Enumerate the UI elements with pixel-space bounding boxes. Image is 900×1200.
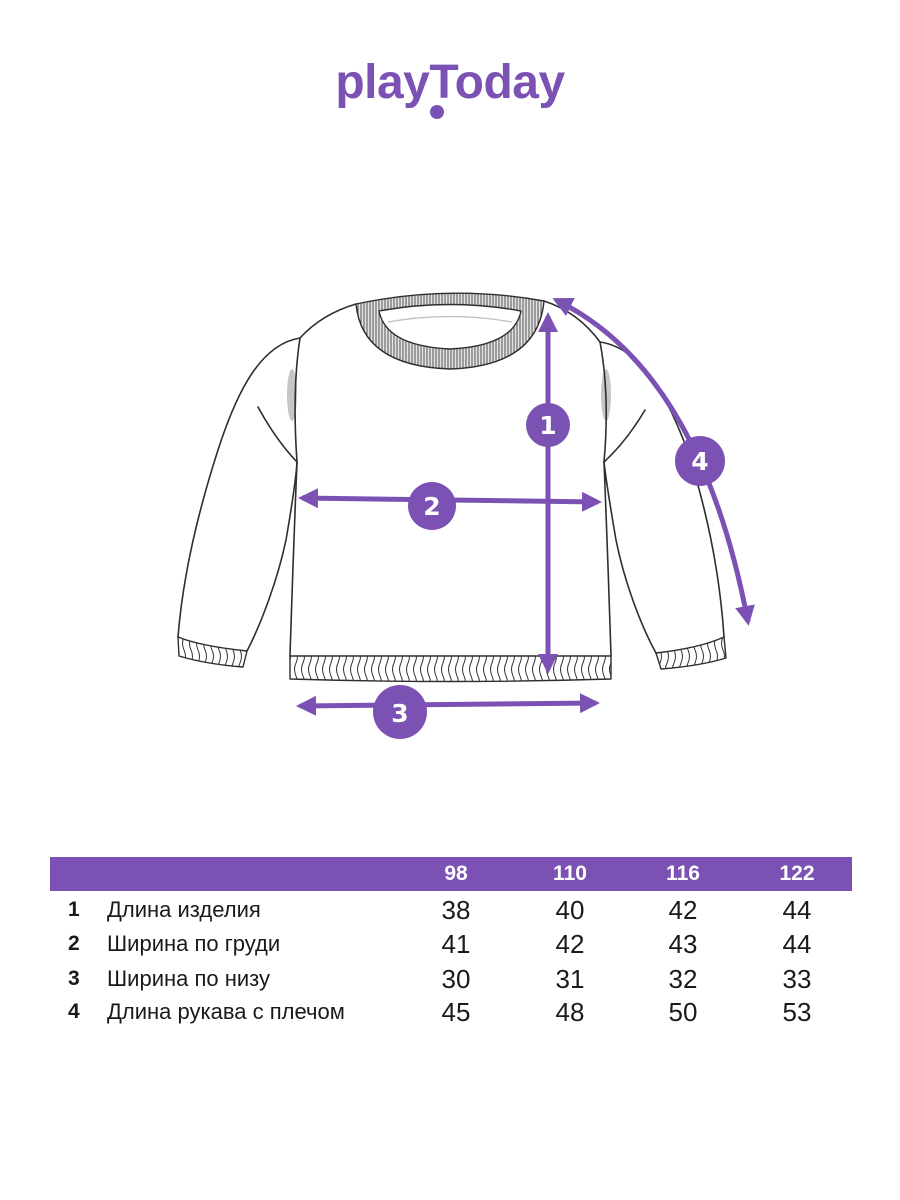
marker-2: 2: [408, 482, 456, 530]
right-cuff: [655, 636, 727, 670]
marker-4-label: 4: [691, 447, 708, 476]
left-shoulder-line: [299, 303, 357, 339]
row-value: 32: [668, 964, 698, 994]
hem-band: [289, 655, 612, 683]
row-value: 40: [555, 895, 585, 925]
row-index: 4: [68, 1000, 80, 1023]
size-header-cell: 98: [444, 862, 468, 885]
logo-dot-mark: [430, 105, 444, 119]
left-sleeve-inner: [246, 461, 298, 652]
row-label: Длина рукава с плечом: [107, 999, 345, 1024]
size-header-cell: 110: [553, 862, 587, 885]
size-table-row: 4 Длина рукава с плечом 45 48 50 53: [50, 995, 852, 1029]
brand-logo: playToday: [335, 56, 565, 109]
marker-3-label: 3: [391, 699, 408, 728]
size-table-row: 3 Ширина по низу 30 31 32 33: [50, 962, 852, 996]
size-table-row: 1 Длина изделия 38 40 42 44: [50, 893, 852, 927]
row-value: 48: [555, 997, 585, 1027]
marker-2-label: 2: [423, 492, 440, 521]
row-index: 2: [68, 932, 80, 955]
row-value: 53: [782, 997, 812, 1027]
row-value: 38: [441, 895, 471, 925]
marker-3: 3: [373, 685, 427, 739]
row-label: Ширина по низу: [107, 966, 271, 991]
left-sleeve-seam: [257, 406, 298, 463]
hem-width-arrow: [296, 693, 600, 716]
right-sleeve-outer: [599, 341, 725, 638]
marker-2-badge: [408, 482, 456, 530]
row-value: 30: [441, 964, 471, 994]
row-index: 1: [68, 898, 80, 921]
row-value: 41: [441, 929, 471, 959]
right-sleeve-inner: [603, 461, 657, 654]
marker-1-label: 1: [539, 411, 556, 440]
marker-1: 1: [526, 403, 570, 447]
marker-1-badge: [526, 403, 570, 447]
row-label: Длина изделия: [107, 897, 261, 922]
neck-opening: [378, 303, 522, 350]
row-index: 3: [68, 967, 80, 990]
size-header-cell: 122: [779, 862, 815, 885]
size-table-header: 98 110 116 122: [50, 857, 852, 891]
row-value: 50: [668, 997, 698, 1027]
row-value: 44: [782, 895, 812, 925]
size-table-row: 2 Ширина по груди 41 42 43 44: [50, 927, 852, 961]
row-value: 44: [782, 929, 812, 959]
marker-4-badge: [675, 436, 725, 486]
left-cuff: [177, 636, 248, 668]
marker-3-badge: [373, 685, 427, 739]
row-value: 42: [555, 929, 585, 959]
marker-4: 4: [675, 436, 725, 486]
inner-back-neck: [387, 315, 513, 323]
left-sleeve-outer: [177, 337, 301, 638]
row-value: 33: [782, 964, 812, 994]
row-value: 31: [555, 964, 585, 994]
right-sleeve-seam: [603, 409, 646, 463]
row-label: Ширина по груди: [107, 931, 281, 956]
row-value: 42: [668, 895, 698, 925]
row-value: 45: [441, 997, 471, 1027]
sweatshirt-diagram: 1 2 3 4: [177, 292, 755, 739]
size-header-cell: 116: [666, 862, 700, 885]
sleeve-length-arrow: [552, 297, 755, 626]
row-value: 43: [668, 929, 698, 959]
